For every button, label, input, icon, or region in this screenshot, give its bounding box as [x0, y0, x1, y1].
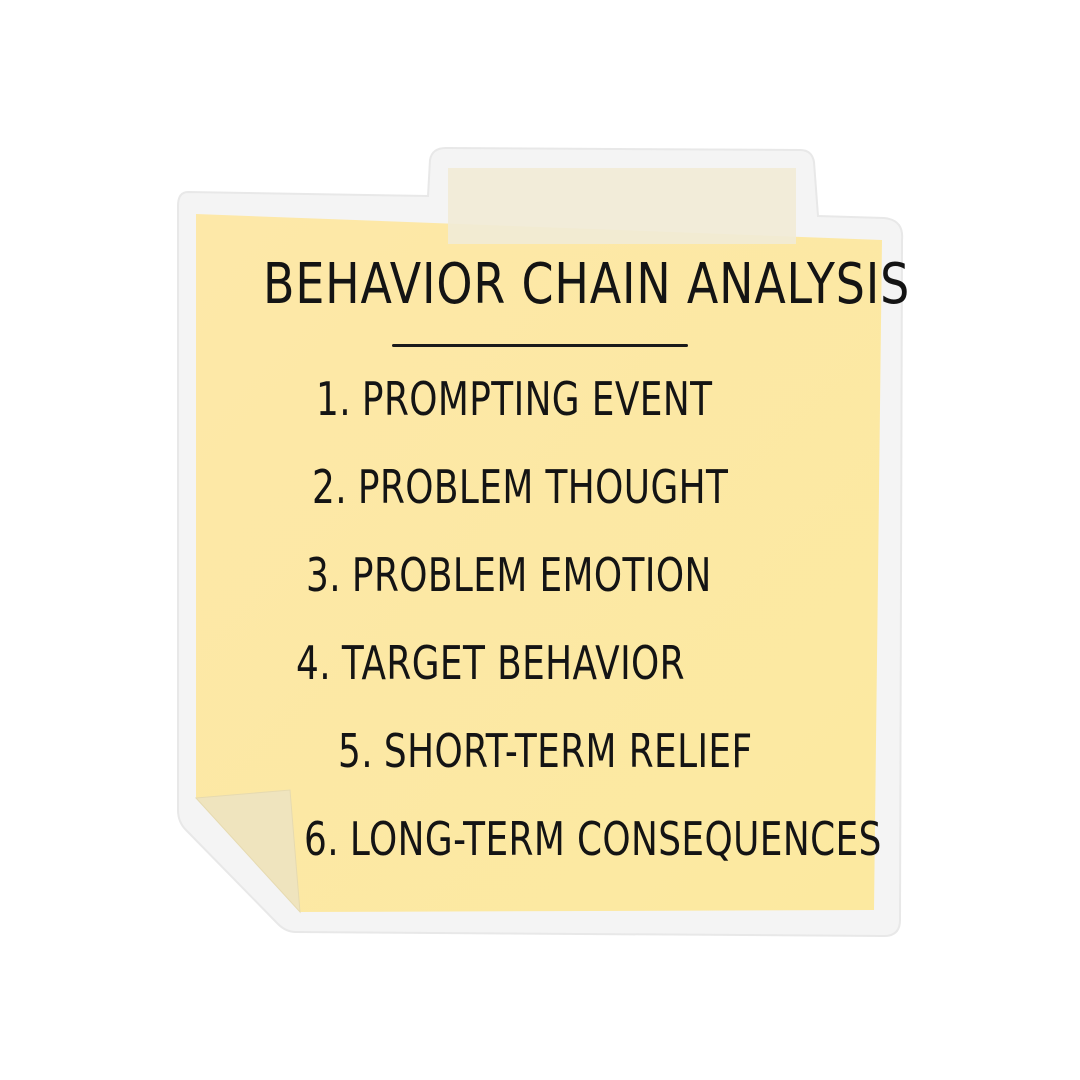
- item-number: 3.: [306, 548, 342, 602]
- list-item: 5.SHORT-TERM RELIEF: [338, 724, 753, 778]
- note-title: BEHAVIOR CHAIN ANALYSIS: [263, 252, 911, 317]
- item-number: 5.: [338, 724, 374, 778]
- item-label: PROMPTING EVENT: [361, 372, 713, 426]
- item-label: PROBLEM EMOTION: [351, 548, 712, 602]
- list-item: 6.LONG-TERM CONSEQUENCES: [304, 812, 882, 866]
- item-number: 6.: [304, 812, 340, 866]
- item-label: TARGET BEHAVIOR: [341, 636, 686, 690]
- item-label: PROBLEM THOUGHT: [357, 460, 729, 514]
- list-item: 3.PROBLEM EMOTION: [306, 548, 712, 602]
- list-item: 4.TARGET BEHAVIOR: [296, 636, 685, 690]
- title-underline: [392, 344, 688, 347]
- folded-corner: [194, 789, 301, 914]
- tape-strip: [448, 168, 796, 244]
- list-item: 1.PROMPTING EVENT: [316, 372, 712, 426]
- item-number: 1.: [316, 372, 352, 426]
- item-number: 4.: [296, 636, 332, 690]
- item-label: LONG-TERM CONSEQUENCES: [349, 812, 882, 866]
- sticky-note-paper: [196, 214, 882, 912]
- item-label: SHORT-TERM RELIEF: [383, 724, 753, 778]
- list-item: 2.PROBLEM THOUGHT: [312, 460, 728, 514]
- item-number: 2.: [312, 460, 348, 514]
